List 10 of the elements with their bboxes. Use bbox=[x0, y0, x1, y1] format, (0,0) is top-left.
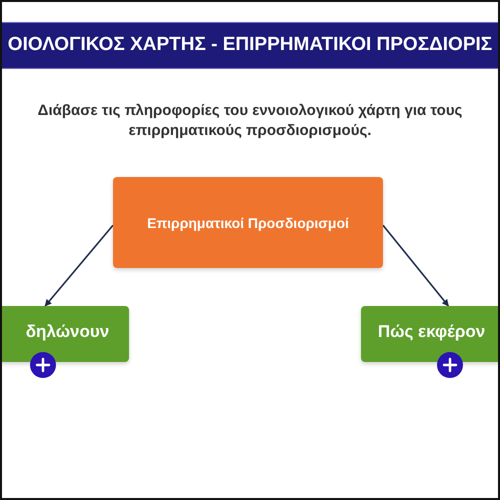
node-label: δηλώνουν bbox=[26, 322, 110, 342]
arrow bbox=[44, 224, 114, 307]
concept-box bbox=[361, 306, 498, 362]
concept-box bbox=[113, 177, 383, 268]
concept-box bbox=[2, 306, 129, 362]
node-label: Επιρρηματικοί Προσδιορισμοί bbox=[147, 214, 349, 230]
instruction-text: Διάβασε τις πληροφορίες του εννοιολογικού χάρτη για τους επιρρηματικούς προσδιορισμούς. bbox=[36, 101, 464, 141]
node-label: Πώς εκφέρον bbox=[378, 322, 486, 342]
title: ΟΙΟΛΟΓΙΚΟΣ ΧΑΡΤΗΣ - ΕΠΙΡΡΗΜΑΤΙΚΟΙ ΠΡΟΣΔΙΟΡΙΣ bbox=[6, 34, 494, 56]
arrow bbox=[382, 224, 450, 307]
